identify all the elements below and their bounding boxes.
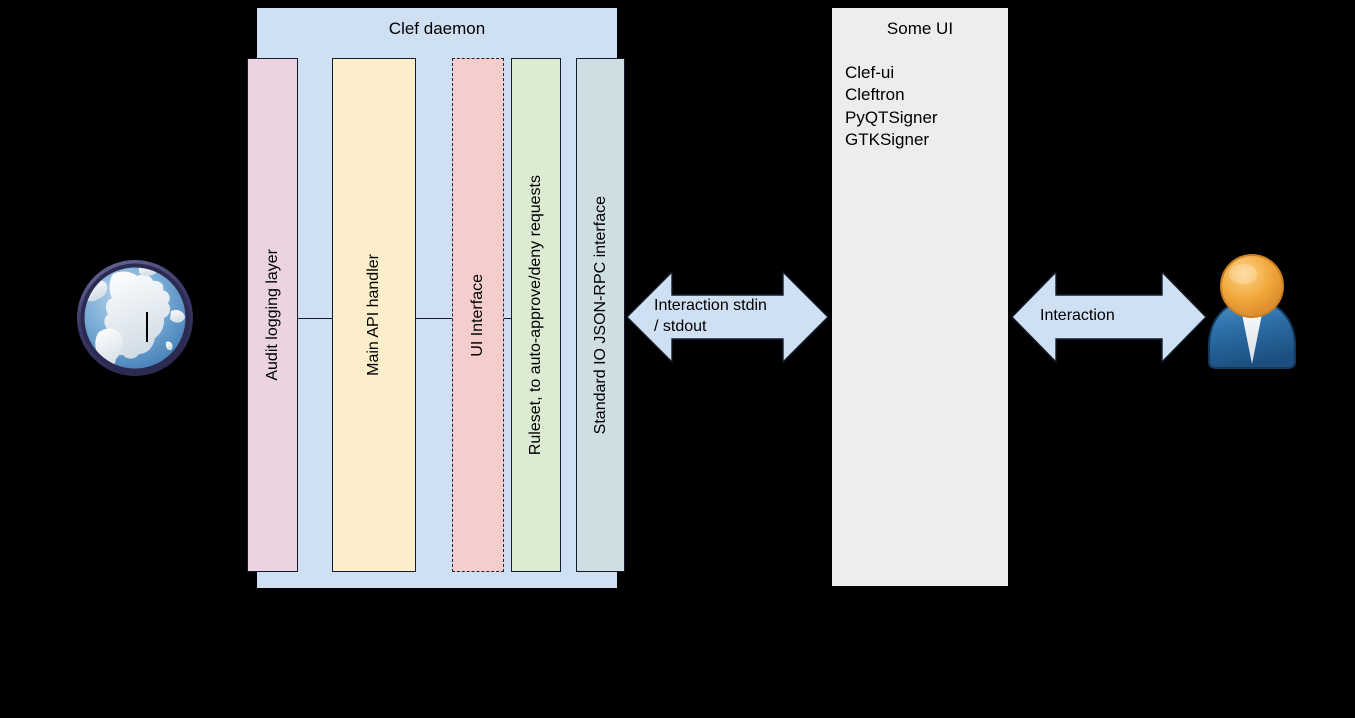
- component-label: UI Interface: [469, 273, 486, 357]
- list-item: GTKSigner: [845, 129, 930, 149]
- arrow-interaction-label: Interaction: [1040, 307, 1115, 324]
- connector-ui-interface-to-ruleset: [503, 318, 513, 320]
- connector-audit-to-api: [297, 318, 333, 320]
- arrow-interaction: [1011, 271, 1207, 363]
- some-ui-panel: [832, 8, 1008, 586]
- component-audit-logging-layer[interactable]: Audit logging layer: [247, 58, 298, 572]
- user-icon: [1203, 252, 1301, 370]
- some-ui-title: Some UI: [886, 19, 954, 38]
- component-ruleset[interactable]: Ruleset, to auto-approve/deny requests: [511, 58, 561, 572]
- component-label: Ruleset, to auto-approve/deny requests: [527, 174, 544, 456]
- component-label: Main API handler: [365, 254, 382, 376]
- list-item: Clef-ui: [845, 63, 895, 82]
- connector-api-to-ui-interface: [415, 318, 453, 320]
- list-item: Cleftron: [845, 85, 905, 105]
- component-label: Standard IO JSON-RPC interface: [591, 195, 609, 435]
- component-label: Audit logging layer: [263, 249, 281, 381]
- clef-daemon-title: Clef daemon: [388, 19, 486, 38]
- clef-daemon-container: [257, 8, 617, 588]
- component-standard-io-jsonrpc-interface[interactable]: Standard IO JSON-RPC interface: [576, 58, 625, 572]
- arrow-stdin-stdout: [626, 271, 829, 363]
- some-ui-list: Clef-ui Cleftron PyQTSigner GTKSigner: [845, 62, 1005, 151]
- component-main-api-handler[interactable]: Main API handler: [332, 58, 416, 572]
- arrow-stdin-stdout-label: Interaction stdin / stdout: [654, 297, 767, 335]
- list-item: PyQTSigner: [845, 107, 938, 127]
- globe-icon: [73, 256, 198, 381]
- component-ui-interface[interactable]: UI Interface: [452, 58, 504, 572]
